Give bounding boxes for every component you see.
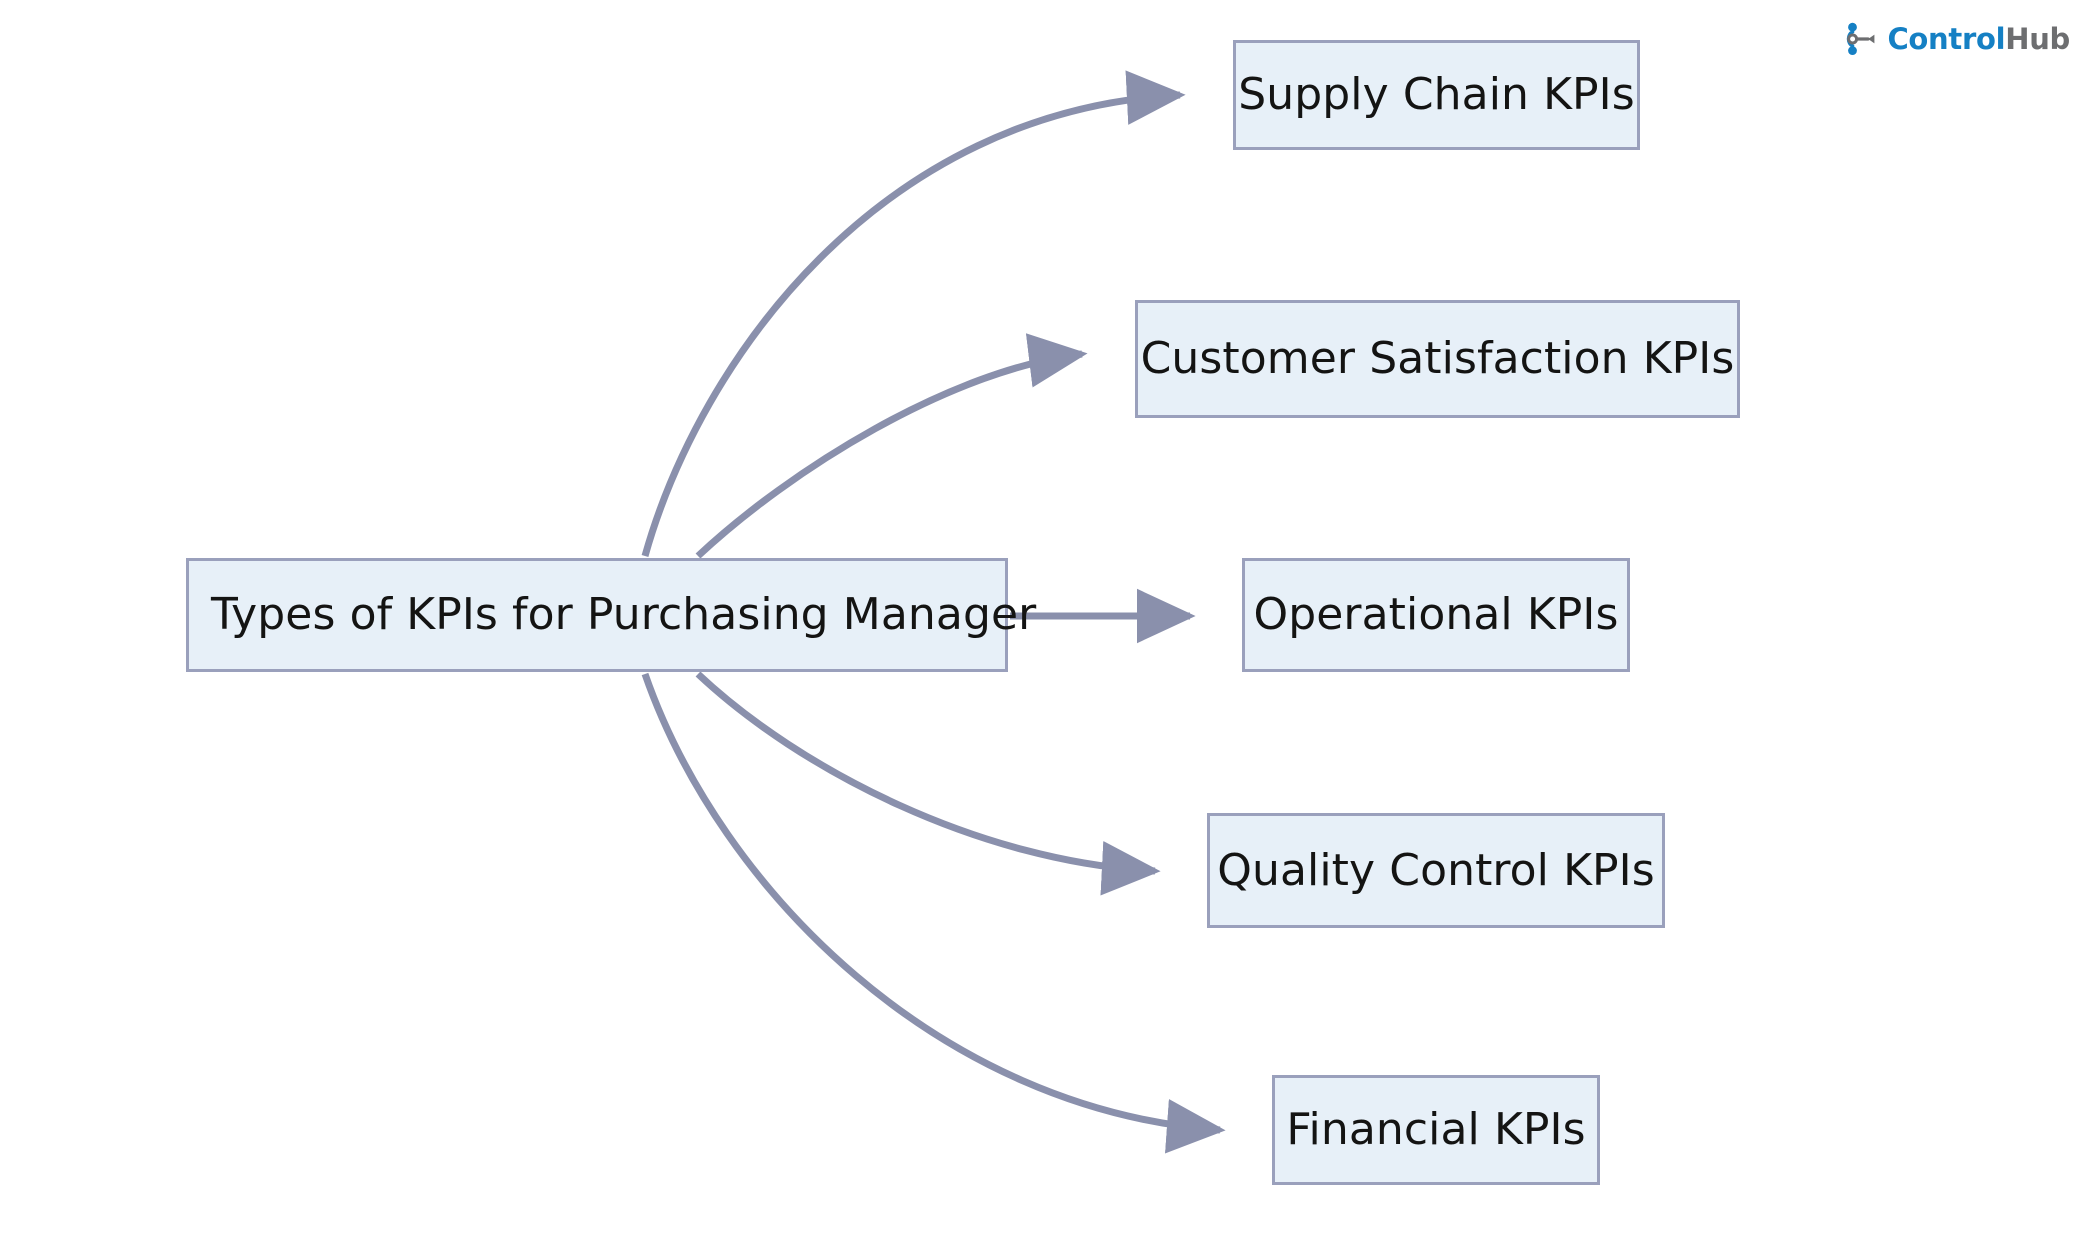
edge-root-to-financial [641,672,1226,1154]
node-financial-kpis[interactable]: Financial KPIs [1272,1075,1600,1185]
node-supply-chain-kpis[interactable]: Supply Chain KPIs [1233,40,1640,150]
controlhub-wordmark: ControlHub [1887,21,2070,56]
edge-root-to-supply [641,70,1186,557]
node-customer-satisfaction-kpis-label: Customer Satisfaction KPIs [1140,333,1735,384]
brand-name-secondary: Hub [2005,21,2070,56]
controlhub-node-mark [1847,22,1875,55]
node-customer-satisfaction-kpis[interactable]: Customer Satisfaction KPIs [1135,300,1740,418]
node-financial-kpis-label: Financial KPIs [1286,1104,1586,1155]
node-supply-chain-kpis-label: Supply Chain KPIs [1238,69,1635,120]
node-root-label: Types of KPIs for Purchasing Manager [211,589,1037,640]
controlhub-logo[interactable]: ControlHub [1844,22,2070,56]
edge-root-to-quality [695,671,1161,896]
edge-root-to-customer [695,333,1088,559]
node-quality-control-kpis-label: Quality Control KPIs [1217,844,1655,896]
node-operational-kpis-label: Operational KPIs [1253,589,1619,640]
node-root[interactable]: Types of KPIs for Purchasing Manager [186,558,1036,672]
node-quality-control-kpis[interactable]: Quality Control KPIs [1207,813,1665,928]
brand-name-primary: Control [1887,21,2006,56]
node-operational-kpis[interactable]: Operational KPIs [1242,558,1630,672]
